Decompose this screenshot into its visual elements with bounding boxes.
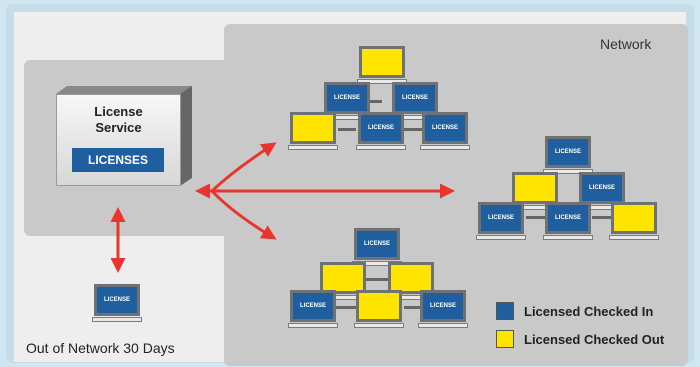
network-link	[338, 128, 356, 131]
computer-checked-in: LICENSE	[352, 228, 402, 270]
computer-checked-out	[510, 172, 560, 214]
title-line-1: License	[94, 104, 143, 119]
network-label: Network	[600, 36, 652, 52]
arrow-to-bottom-cluster	[210, 189, 277, 240]
computer-checked-in: LICENSE	[543, 202, 593, 244]
network-link	[592, 216, 612, 219]
network-link	[362, 278, 388, 281]
legend-checked-in-label: Licensed Checked In	[524, 303, 654, 319]
legend-swatch-blue	[496, 302, 514, 320]
legend-checked-out: Licensed Checked Out	[496, 330, 664, 348]
out-of-network-label: Out of Network 30 Days	[26, 340, 175, 356]
box-top-face	[56, 86, 192, 94]
license-service-box: License Service LICENSES	[56, 86, 192, 186]
title-line-2: Service	[95, 120, 142, 135]
network-link	[336, 306, 358, 309]
legend-checked-out-label: Licensed Checked Out	[524, 331, 665, 347]
computer-checked-out	[609, 202, 659, 244]
computer-checked-in: LICENSE	[418, 290, 468, 332]
legend-swatch-yellow	[496, 330, 514, 348]
computer-checked-in: LICENSE	[390, 82, 440, 124]
network-link	[526, 216, 546, 219]
computer-checked-in: LICENSE	[356, 112, 406, 154]
computer-checked-out	[318, 262, 368, 304]
box-side-face	[180, 86, 192, 186]
computer-checked-in: LICENSE	[476, 202, 526, 244]
license-service-title: License Service	[56, 104, 181, 136]
computer-checked-in: LICENSE	[288, 290, 338, 332]
computer-checked-in: LICENSE	[322, 82, 372, 124]
computer-checked-out	[354, 290, 404, 332]
licenses-badge: LICENSES	[72, 148, 164, 172]
computer-checked-out	[386, 262, 436, 304]
network-link	[404, 128, 422, 131]
computer-checked-in: LICENSE	[420, 112, 470, 154]
computer-checked-out	[357, 46, 407, 88]
computer-checked-out	[288, 112, 338, 154]
computer-checked-in: LICENSE	[577, 172, 627, 214]
computer-checked-in: LICENSE	[543, 136, 593, 178]
arrow-to-top-cluster	[210, 142, 277, 193]
legend-checked-in: Licensed Checked In	[496, 302, 653, 320]
network-link	[404, 306, 422, 309]
out-of-network-computer: LICENSE	[92, 284, 142, 326]
